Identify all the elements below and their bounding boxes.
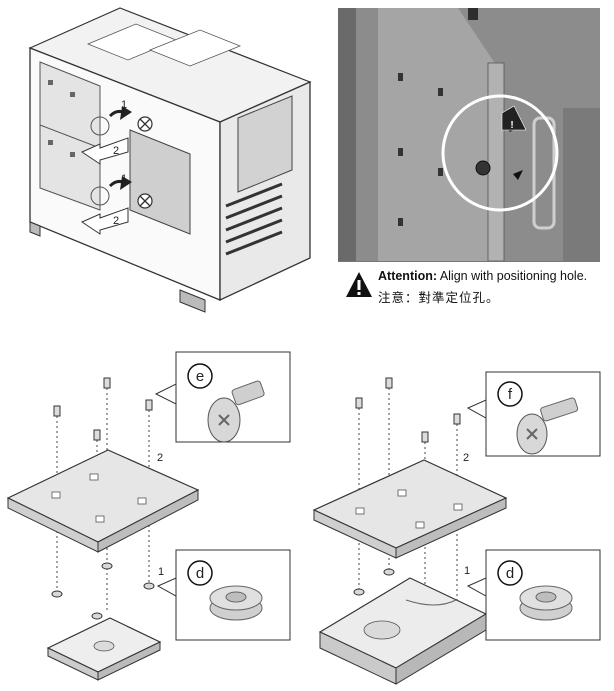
detail-photo: ! Attention: Align with positioning hole… <box>338 8 600 305</box>
callout-f: f <box>508 386 513 403</box>
focus-circle <box>441 94 559 212</box>
svg-text:!: ! <box>510 120 513 131</box>
attention-text: Attention: Align with positioning hole. <box>378 269 587 283</box>
attention-note: Attention: Align with positioning hole. … <box>338 261 600 305</box>
right-assembly-diagram: f d 2 1 <box>306 350 614 691</box>
upper-step-1: 1 <box>121 99 127 111</box>
screw-f-illustration <box>516 397 579 455</box>
lower-step-1: 1 <box>121 173 127 185</box>
left-step-2: 2 <box>157 452 163 464</box>
warning-icon <box>501 105 527 131</box>
grommet-d-right-illustration <box>519 585 573 621</box>
attention-warning-icon <box>346 272 372 297</box>
callout-d: d <box>196 565 204 582</box>
attention-instruction: Align with positioning hole. <box>439 269 588 283</box>
screw-e-illustration <box>207 380 265 443</box>
case-illustration: 1 2 1 2 <box>0 0 320 320</box>
right-step-2: 2 <box>463 452 469 464</box>
callout-d-right: d <box>506 565 514 582</box>
left-step-1: 1 <box>158 566 164 578</box>
attention-text-zh: 注意：對準定位孔。 <box>378 290 500 305</box>
attention-label: Attention: <box>378 269 438 283</box>
grommet-d-illustration <box>209 585 263 621</box>
lower-step-2: 2 <box>113 215 119 227</box>
callout-e: e <box>196 368 204 385</box>
left-assembly-diagram: e d 2 1 <box>0 350 300 691</box>
upper-arrows <box>80 106 153 165</box>
right-step-1: 1 <box>464 565 470 577</box>
lower-arrows <box>80 176 153 235</box>
upper-step-2: 2 <box>113 145 119 157</box>
